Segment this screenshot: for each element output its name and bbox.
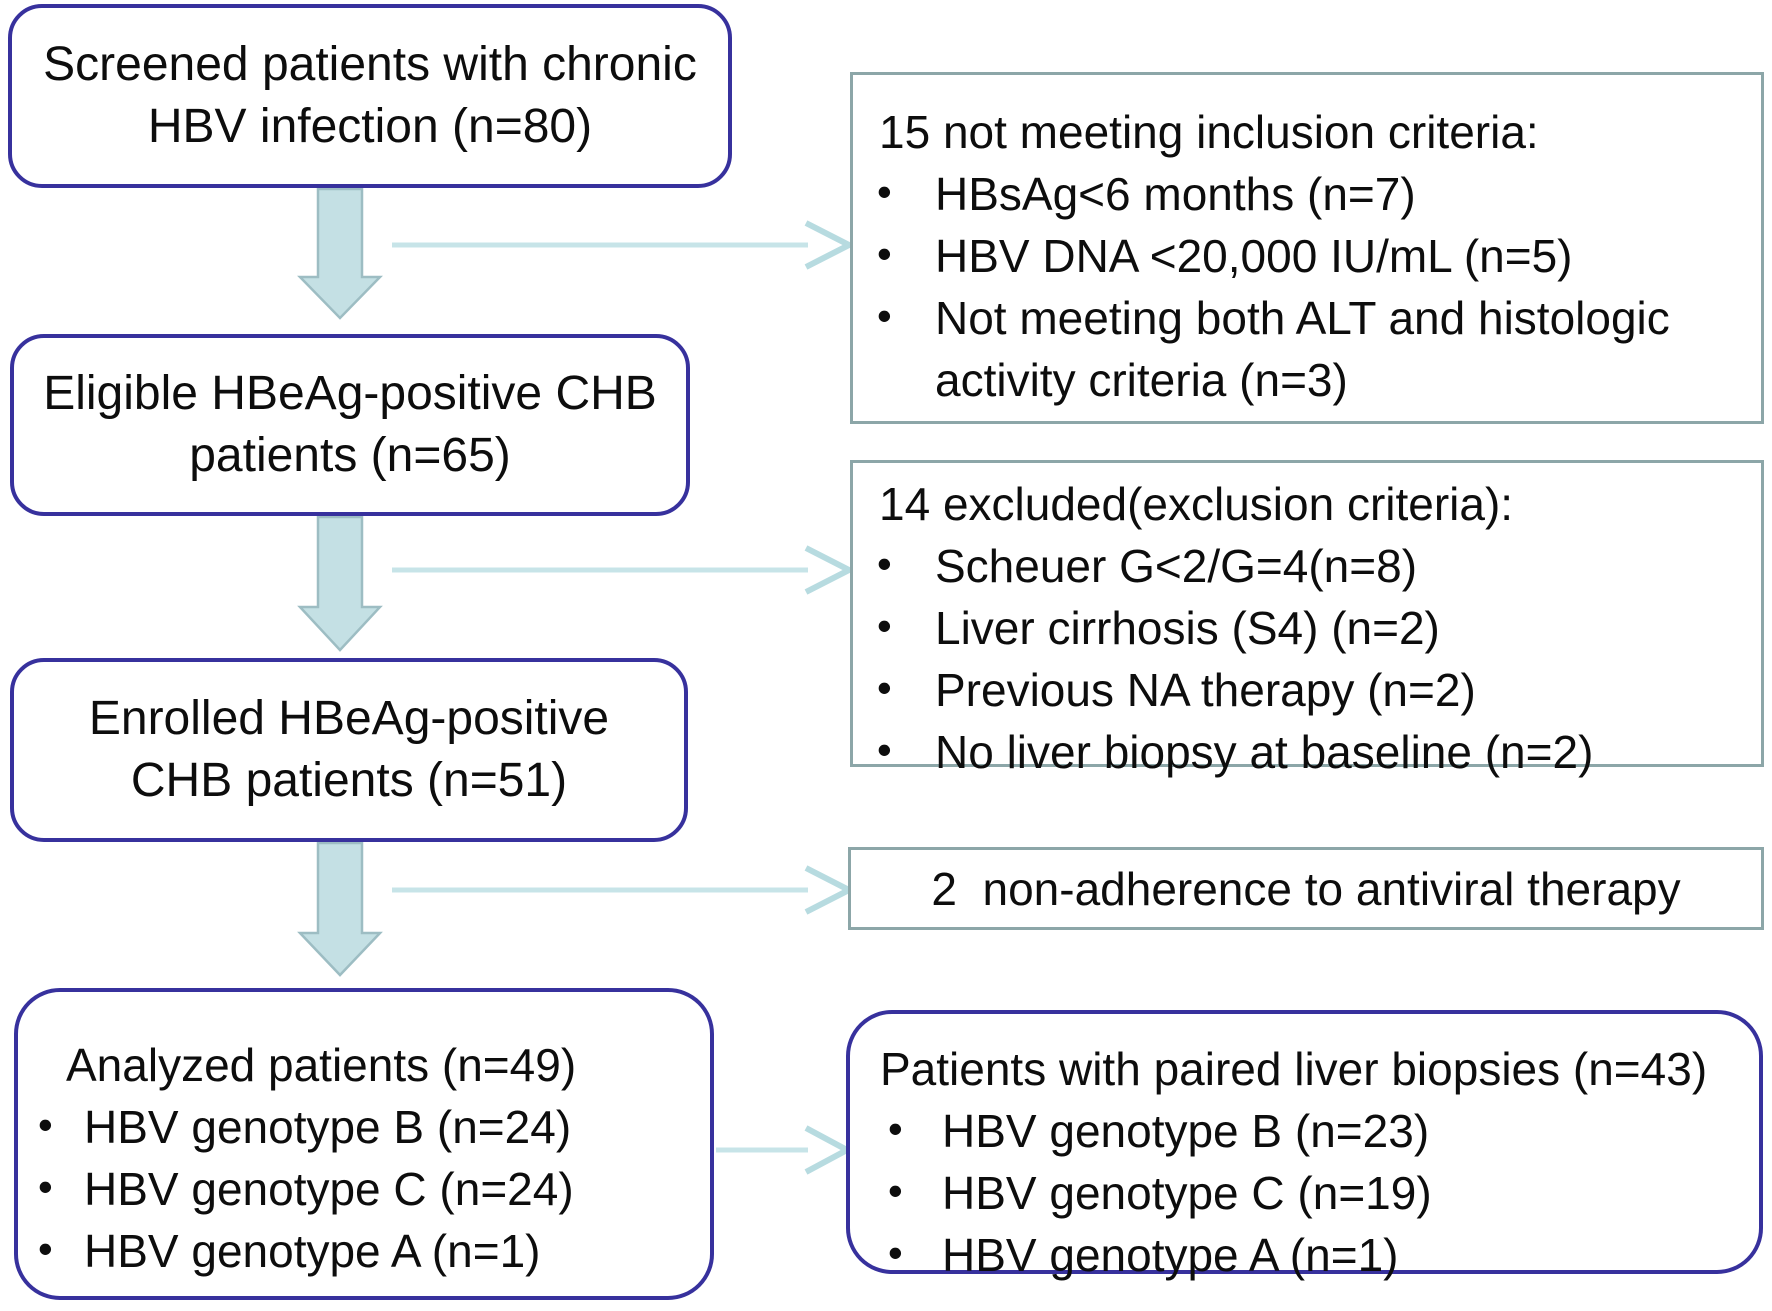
enrolled-line1: Enrolled HBeAg-positive xyxy=(88,692,610,745)
bullet-icon: • xyxy=(877,230,892,277)
exclusion-item-1: Scheuer G<2/G=4(n=8) xyxy=(935,540,1418,592)
list-item: • HBV genotype A (n=1) xyxy=(850,1224,1759,1286)
box-excluded: 14 excluded(exclusion criteria): • Scheu… xyxy=(850,460,1764,778)
screened-line1: Screened patients with chronic xyxy=(43,38,697,91)
bullet-icon: • xyxy=(38,1163,53,1210)
connector-arrow-analyzed-to-paired xyxy=(716,1125,854,1175)
paired-title: Patients with paired liver biopsies (n=4… xyxy=(880,1043,1708,1095)
paired-item-3: HBV genotype A (n=1) xyxy=(942,1229,1399,1281)
bullet-icon: • xyxy=(888,1229,903,1276)
bullet-icon: • xyxy=(877,168,892,215)
down-arrow-eligible-to-enrolled xyxy=(297,515,383,652)
analyzed-item-3: HBV genotype A (n=1) xyxy=(84,1225,541,1277)
list-item: • No liver biopsy at baseline (n=2) xyxy=(853,721,1761,783)
exclusion-title: 14 excluded(exclusion criteria): xyxy=(879,478,1514,530)
box-eligible-patients: Eligible HBeAg-positive CHB patients (n=… xyxy=(10,334,690,516)
analyzed-item-1: HBV genotype B (n=24) xyxy=(84,1101,572,1153)
list-item: • Previous NA therapy (n=2) xyxy=(853,659,1761,721)
paired-item-2: HBV genotype C (n=19) xyxy=(942,1167,1432,1219)
bullet-icon: • xyxy=(888,1167,903,1214)
bullet-icon: • xyxy=(877,664,892,711)
eligible-line2: patients (n=65) xyxy=(189,429,511,482)
list-item: • HBV genotype C (n=19) xyxy=(850,1162,1759,1224)
box-analyzed-patients: Analyzed patients (n=49) • HBV genotype … xyxy=(14,988,714,1300)
list-item: • Liver cirrhosis (S4) (n=2) xyxy=(853,597,1761,659)
list-item: • Not meeting both ALT and histologic ac… xyxy=(853,287,1761,411)
nonadherence-text: 2 non-adherence to antiviral therapy xyxy=(931,862,1681,915)
box-nonadherence: 2 non-adherence to antiviral therapy xyxy=(848,847,1764,930)
analyzed-item-2: HBV genotype C (n=24) xyxy=(84,1163,574,1215)
screened-line2: HBV infection (n=80) xyxy=(147,100,593,153)
paired-item-1: HBV genotype B (n=23) xyxy=(942,1105,1430,1157)
list-item: • HBV genotype B (n=23) xyxy=(850,1100,1759,1162)
inclusion-item-1: HBsAg<6 months (n=7) xyxy=(935,168,1416,220)
bullet-icon: • xyxy=(38,1101,53,1148)
connector-arrow-to-inclusion-box xyxy=(392,220,856,270)
box-not-meeting-inclusion: 15 not meeting inclusion criteria: • HBs… xyxy=(850,72,1764,424)
connector-arrow-to-nonadherence-box xyxy=(392,865,856,915)
enrolled-line2: CHB patients (n=51) xyxy=(130,754,568,807)
inclusion-item-3: Not meeting both ALT and histologic acti… xyxy=(935,292,1670,406)
eligible-line1: Eligible HBeAg-positive CHB xyxy=(43,367,657,420)
bullet-icon: • xyxy=(877,602,892,649)
bullet-icon: • xyxy=(38,1225,53,1272)
list-item: • HBV DNA <20,000 IU/mL (n=5) xyxy=(853,225,1761,287)
exclusion-item-3: Previous NA therapy (n=2) xyxy=(935,664,1476,716)
exclusion-item-2: Liver cirrhosis (S4) (n=2) xyxy=(935,602,1440,654)
bullet-icon: • xyxy=(877,292,892,339)
list-item: • Scheuer G<2/G=4(n=8) xyxy=(853,535,1761,597)
connector-arrow-to-exclusion-box xyxy=(392,545,856,595)
inclusion-title: 15 not meeting inclusion criteria: xyxy=(879,106,1539,158)
exclusion-item-4: No liver biopsy at baseline (n=2) xyxy=(935,726,1594,778)
list-item: • HBV genotype C (n=24) xyxy=(18,1158,710,1220)
inclusion-item-2: HBV DNA <20,000 IU/mL (n=5) xyxy=(935,230,1573,282)
list-item: • HBV genotype B (n=24) xyxy=(18,1096,710,1158)
analyzed-title: Analyzed patients (n=49) xyxy=(66,1039,577,1091)
box-paired-biopsies: Patients with paired liver biopsies (n=4… xyxy=(846,1010,1763,1281)
box-enrolled-patients: Enrolled HBeAg-positive CHB patients (n=… xyxy=(10,658,688,842)
down-arrow-screened-to-eligible xyxy=(297,187,383,320)
bullet-icon: • xyxy=(888,1105,903,1152)
bullet-icon: • xyxy=(877,726,892,773)
bullet-icon: • xyxy=(877,540,892,587)
down-arrow-enrolled-to-analyzed xyxy=(297,841,383,977)
list-item: • HBsAg<6 months (n=7) xyxy=(853,163,1761,225)
box-screened-patients: Screened patients with chronic HBV infec… xyxy=(8,4,732,188)
list-item: • HBV genotype A (n=1) xyxy=(18,1220,710,1282)
